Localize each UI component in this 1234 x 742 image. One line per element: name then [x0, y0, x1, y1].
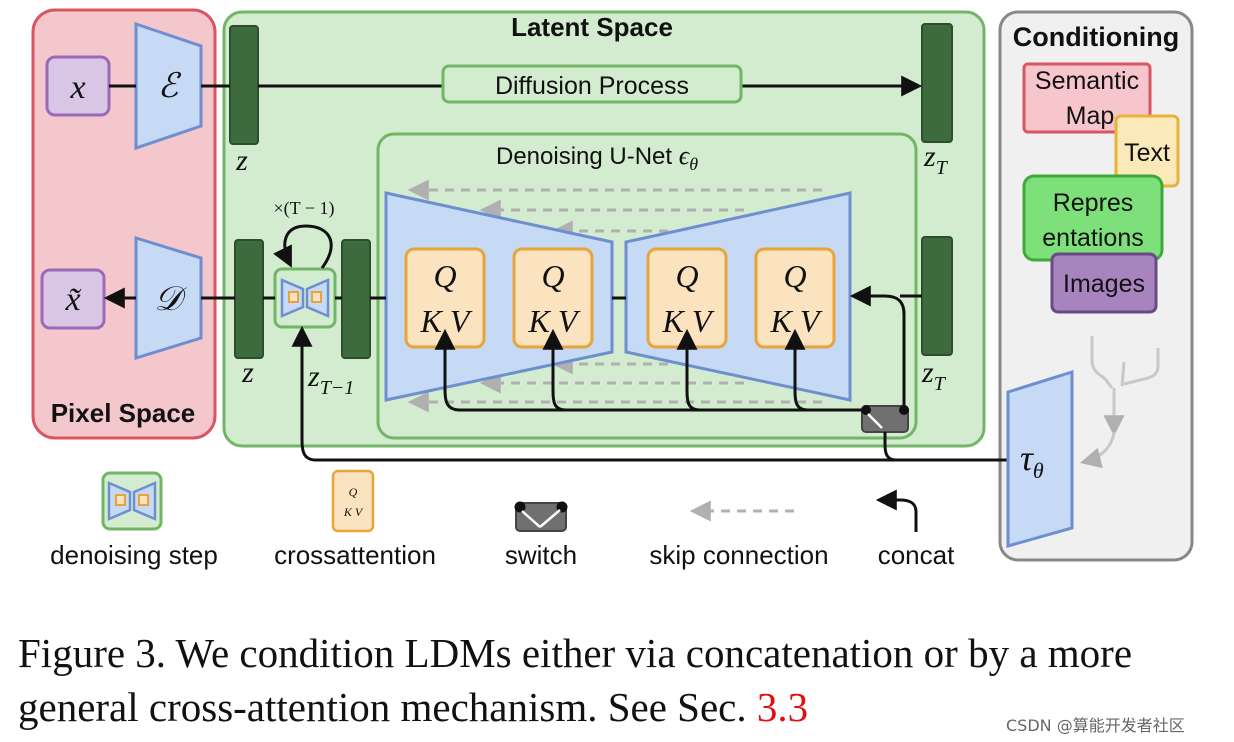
watermark: CSDN @算能开发者社区	[1006, 716, 1185, 735]
denoising-step-icon	[273, 267, 337, 329]
representations-label-1: Repres	[1053, 189, 1134, 217]
diffusion-process-box	[441, 64, 743, 104]
conditioning-branch	[542, 328, 567, 412]
encoder-label: ℰ	[158, 68, 182, 105]
concat-arrow	[849, 285, 906, 408]
unet-title-text: Denoising U-Net	[496, 143, 679, 170]
representations-label-2: entations	[1042, 224, 1143, 252]
legend-crossattention-label: crossattention	[274, 540, 436, 570]
x-input-label: x	[69, 69, 85, 106]
legend-concat-label: concat	[878, 540, 955, 570]
legend-denoising-step-icon	[101, 471, 163, 531]
switch-icon	[861, 405, 909, 433]
repeat-label: ×(T − 1)	[274, 198, 335, 219]
legend-switch-icon	[514, 501, 568, 532]
diffusion-process-label: Diffusion Process	[495, 72, 689, 100]
latent-space-title: Latent Space	[511, 12, 673, 42]
skip-connections	[407, 179, 822, 413]
z-bar-top	[229, 25, 259, 145]
decoder-block	[134, 235, 203, 361]
images-box: Images	[1050, 252, 1158, 314]
caption-section-link[interactable]: 3.3	[756, 684, 809, 730]
svg-text:Q: Q	[349, 485, 358, 499]
images-label: Images	[1063, 270, 1145, 298]
cross-attention-block: Q K V	[754, 247, 836, 349]
conditioning-bus	[434, 328, 866, 412]
cross-attention-block: Q K V	[646, 247, 728, 349]
legend-switch-label: switch	[505, 540, 577, 570]
semantic-map-label-2: Map	[1066, 102, 1115, 130]
svg-text:Q: Q	[541, 258, 564, 294]
svg-text:Q: Q	[783, 258, 806, 294]
cross-attention-block: Q K V	[404, 247, 486, 349]
legend-concat-icon	[875, 489, 918, 532]
caption-text: Figure 3. We condition LDMs either via c…	[18, 630, 1133, 730]
encoder-block	[134, 21, 203, 151]
legend-skip-connection-label: skip connection	[649, 540, 828, 570]
conditioning-branch	[784, 328, 809, 412]
conditioning-branch	[676, 328, 701, 412]
z-label-bottom: z	[241, 356, 254, 389]
z-bar-bottom	[234, 239, 264, 359]
svg-text:Q: Q	[675, 258, 698, 294]
unet-title: Denoising U-Net ϵθ	[496, 141, 698, 174]
conditioning-merge-tree	[1079, 336, 1160, 469]
figure-caption: Figure 3. We condition LDMs either via c…	[18, 626, 1218, 734]
legend-denoising-step-label: denoising step	[50, 540, 218, 570]
legend-crossattention-icon: Q K V	[331, 469, 375, 533]
z-label-top: z	[235, 144, 248, 177]
tau-to-denoising-step	[291, 325, 896, 462]
zT-bar-right	[921, 236, 953, 356]
zT-bar-top	[921, 23, 953, 143]
semantic-map-label-1: Semantic	[1035, 67, 1139, 95]
x-output-label: x̃	[64, 281, 81, 318]
svg-text:Q: Q	[433, 258, 456, 294]
zT-minus-1-bar	[341, 239, 371, 359]
svg-text:K V: K V	[343, 505, 364, 519]
tau-encoder-block	[1006, 369, 1074, 548]
representations-box: Repres entations	[1022, 174, 1164, 262]
conditioning-title: Conditioning	[1013, 22, 1179, 52]
text-label: Text	[1124, 139, 1170, 167]
pixel-space-title: Pixel Space	[51, 398, 196, 428]
cross-attention-block: Q K V	[512, 247, 594, 349]
repeat-loop-arrow	[273, 224, 333, 269]
